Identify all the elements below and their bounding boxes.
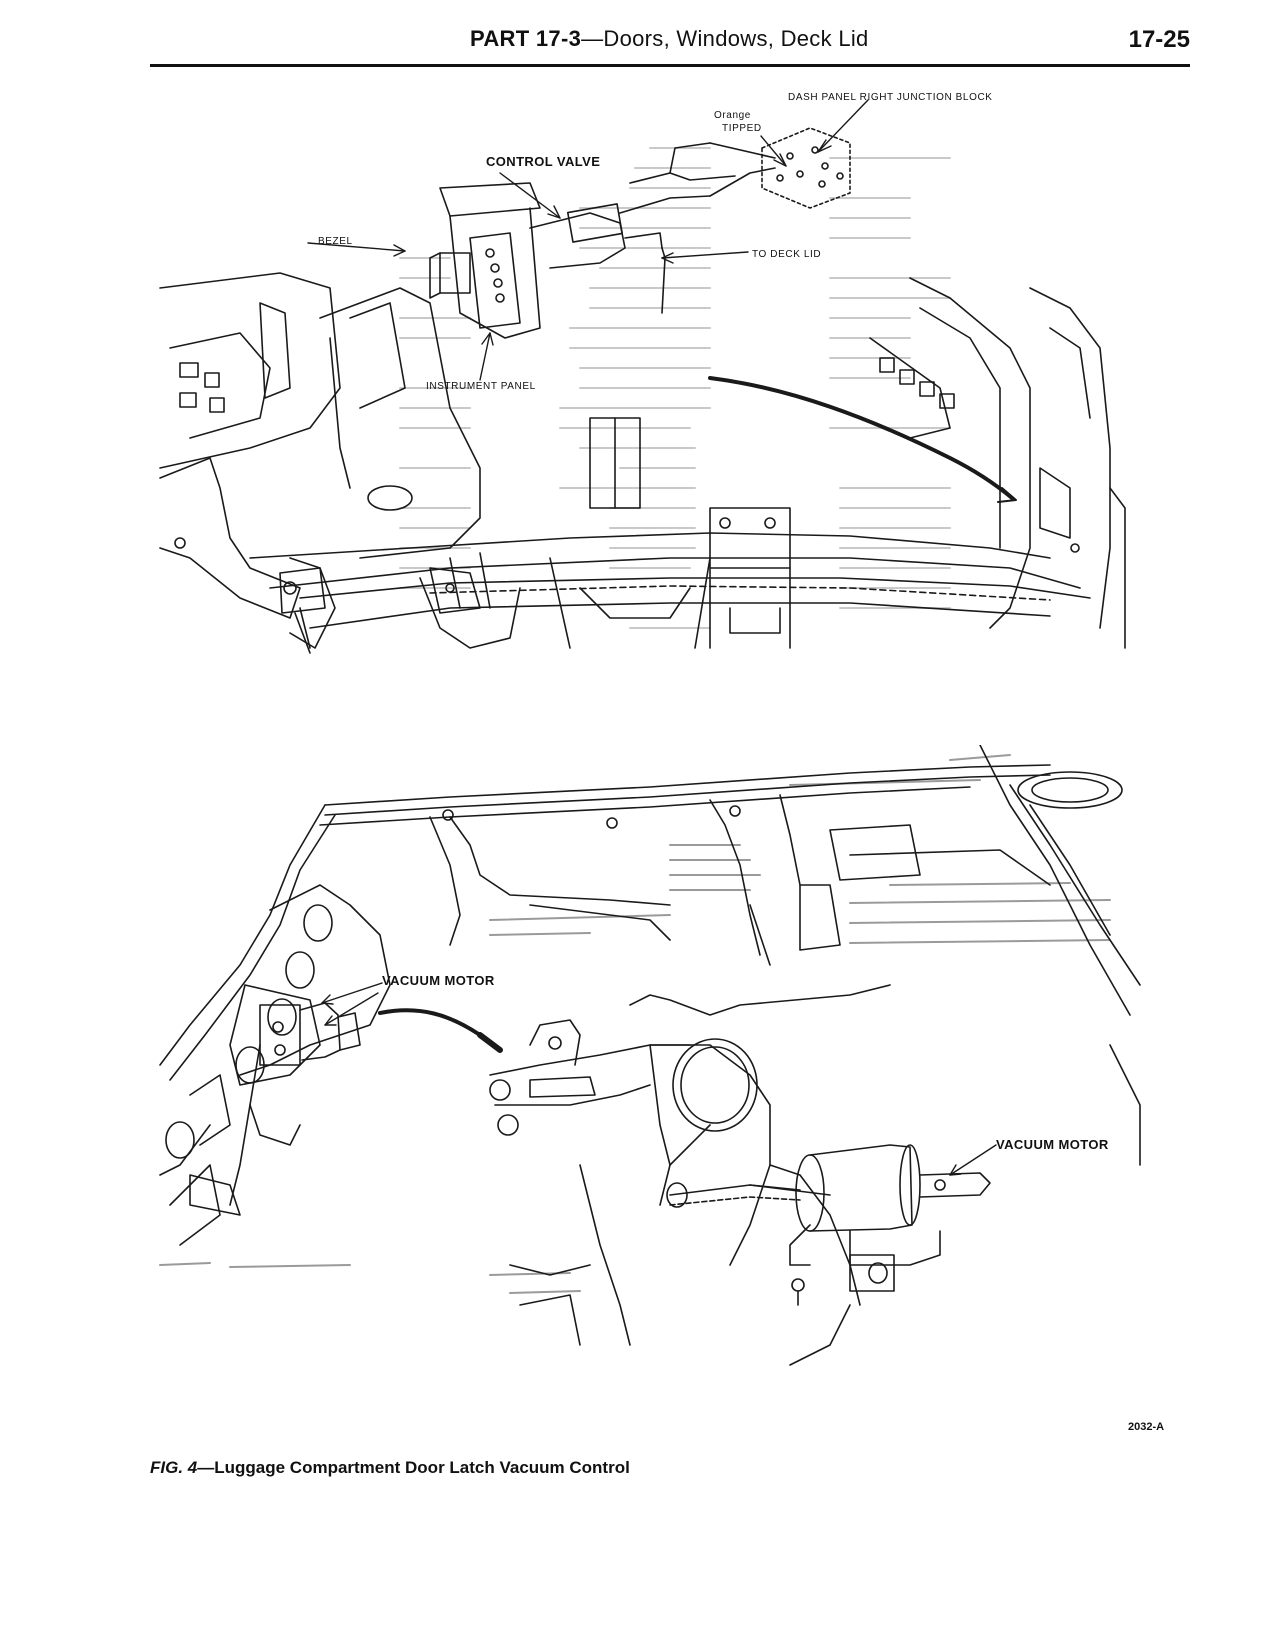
left-hinge-panel [159, 884, 391, 1246]
label-vacuum-motor-right: VACUUM MOTOR [996, 1137, 1109, 1152]
page-number: 17-25 [1128, 26, 1190, 53]
label-instrument-panel: INSTRUMENT PANEL [426, 381, 536, 392]
bleed-through-text [399, 147, 951, 629]
label-tipped: TIPPED [722, 123, 762, 134]
page-header: PART 17-3—Doors, Windows, Deck Lid 17-25 [150, 22, 1190, 70]
label-orange: Orange [714, 110, 751, 121]
deck-lid-hose-arrow [997, 487, 1017, 503]
label-vacuum-motor-left: VACUUM MOTOR [382, 973, 495, 988]
vacuum-hose-end [477, 1032, 503, 1053]
label-junction-block: DASH PANEL RIGHT JUNCTION BLOCK [788, 92, 993, 103]
cowl-crossmember [289, 557, 1091, 649]
figure-caption: FIG. 4—Luggage Compartment Door Latch Va… [150, 1458, 630, 1478]
label-to-deck-lid: TO DECK LID [752, 249, 822, 260]
leader-lines [307, 99, 869, 381]
caption-figure-number: FIG. 4 [150, 1458, 198, 1477]
junction-block [761, 127, 851, 209]
bleed-through-fragments [159, 754, 1111, 1294]
vacuum-hose [378, 1008, 482, 1037]
header-rule [150, 64, 1190, 67]
dash-panel-drawing [159, 99, 1126, 654]
deck-opening [159, 764, 1051, 1081]
figure-code: 2032-A [1128, 1421, 1165, 1433]
right-pillar [869, 277, 1126, 649]
label-bezel: BEZEL [318, 236, 353, 247]
caption-text: —Luggage Compartment Door Latch Vacuum C… [197, 1458, 630, 1477]
luggage-compartment-drawing [159, 745, 1141, 1366]
right-quarter-panel [749, 745, 1141, 1166]
bottom-illustration: VACUUM MOTOR VACUUM MOTOR [150, 745, 1150, 1405]
label-control-valve: CONTROL VALVE [486, 154, 601, 169]
control-valve-assembly [429, 142, 776, 339]
part-number: PART 17-3 [470, 26, 582, 51]
latch-detail [489, 984, 891, 1366]
part-subtitle: —Doors, Windows, Deck Lid [581, 26, 869, 51]
vacuum-motor-cylinder [666, 1144, 991, 1306]
leader-lines [321, 982, 997, 1176]
deck-lid-hose [708, 376, 1014, 500]
top-illustration: DASH PANEL RIGHT JUNCTION BLOCK Orange T… [150, 88, 1150, 688]
part-title: PART 17-3—Doors, Windows, Deck Lid [470, 26, 869, 52]
left-cowl-panel [159, 272, 341, 654]
